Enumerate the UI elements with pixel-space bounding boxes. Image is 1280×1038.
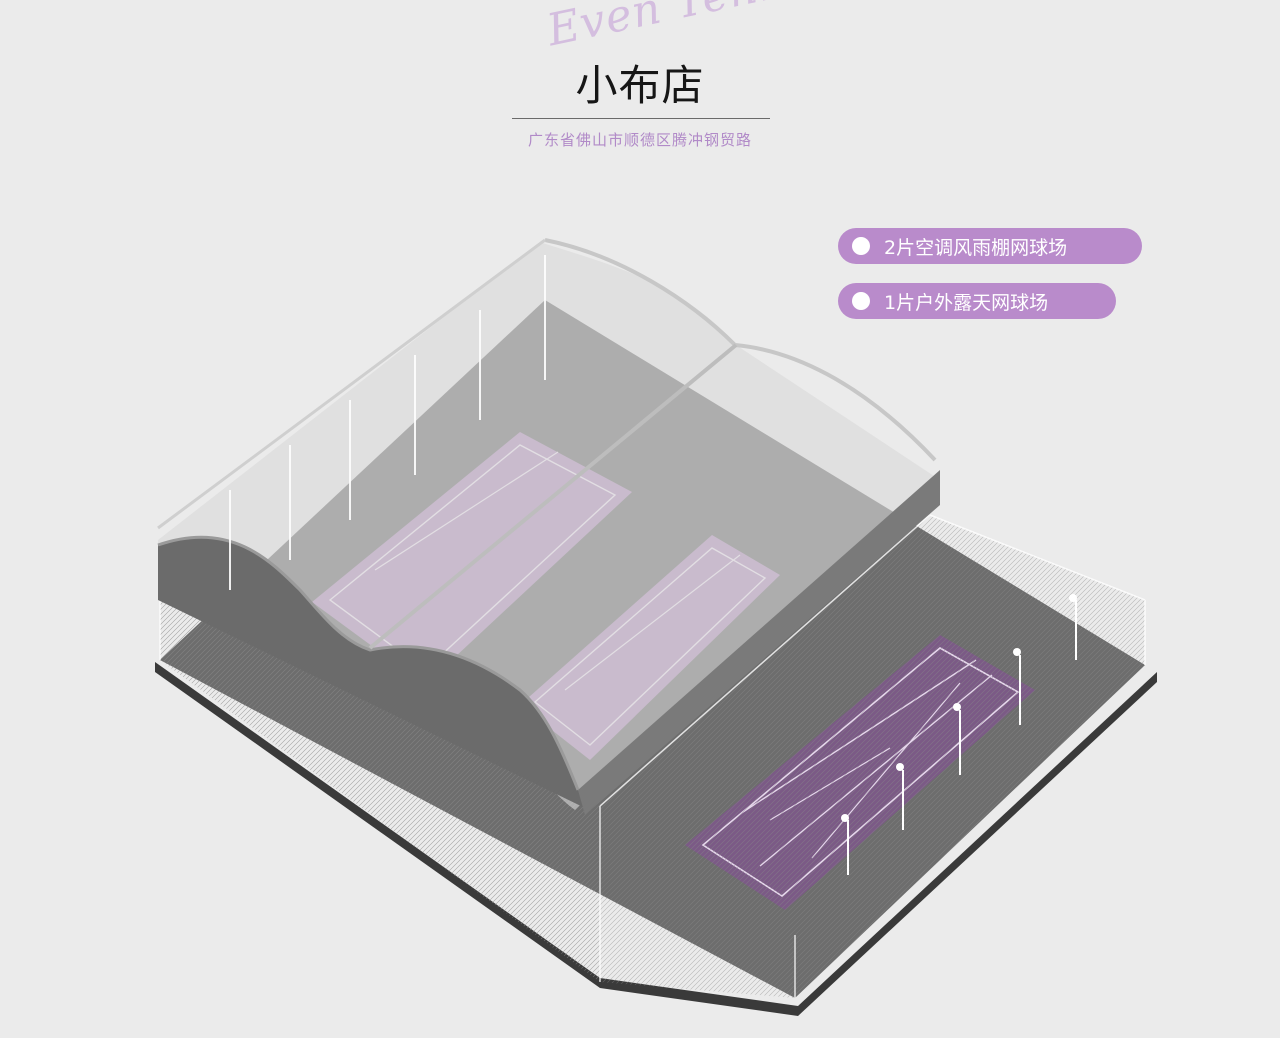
- bullet-dot-icon: [852, 237, 870, 255]
- header: Even Tennis 小布店 广东省佛山市顺德区腾冲钢贸路: [0, 0, 1280, 160]
- page-title: 小布店: [575, 61, 705, 110]
- address-text: 广东省佛山市顺德区腾冲钢贸路: [527, 131, 752, 149]
- feature-label: 2片空调风雨棚网球场: [884, 236, 1068, 259]
- title-divider: [512, 118, 770, 119]
- bullet-dot-icon: [852, 292, 870, 310]
- fence-left-front: [160, 598, 600, 982]
- feature-pill-outdoor: 1片户外露天网球场: [838, 283, 1116, 319]
- fence-right-front: [600, 515, 1145, 998]
- feature-pill-indoor: 2片空调风雨棚网球场: [838, 228, 1142, 264]
- light-poles: [847, 600, 1077, 875]
- feature-label: 1片户外露天网球场: [884, 291, 1049, 314]
- roof-posts: [229, 255, 546, 590]
- canopy-roof: [157, 238, 940, 815]
